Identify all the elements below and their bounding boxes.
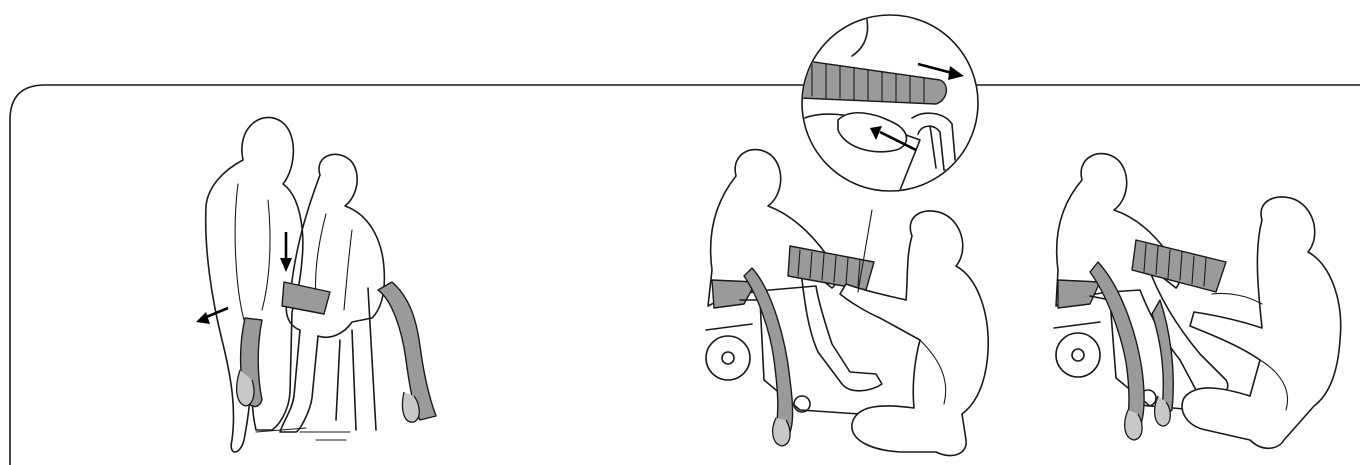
- panel-1: [196, 117, 436, 452]
- panel-2: [706, 150, 988, 456]
- kneeling-caregiver-figure: [1182, 197, 1341, 448]
- back-sling: [788, 246, 874, 290]
- kneeling-caregiver-figure: [840, 211, 988, 456]
- leg-strap: [1090, 262, 1173, 440]
- down-arrow-icon: [280, 232, 292, 272]
- magnified-inset: [800, 2, 978, 191]
- left-down-arrow-icon: [196, 308, 228, 324]
- panel-3: [1054, 154, 1341, 449]
- leg-strap: [744, 268, 793, 446]
